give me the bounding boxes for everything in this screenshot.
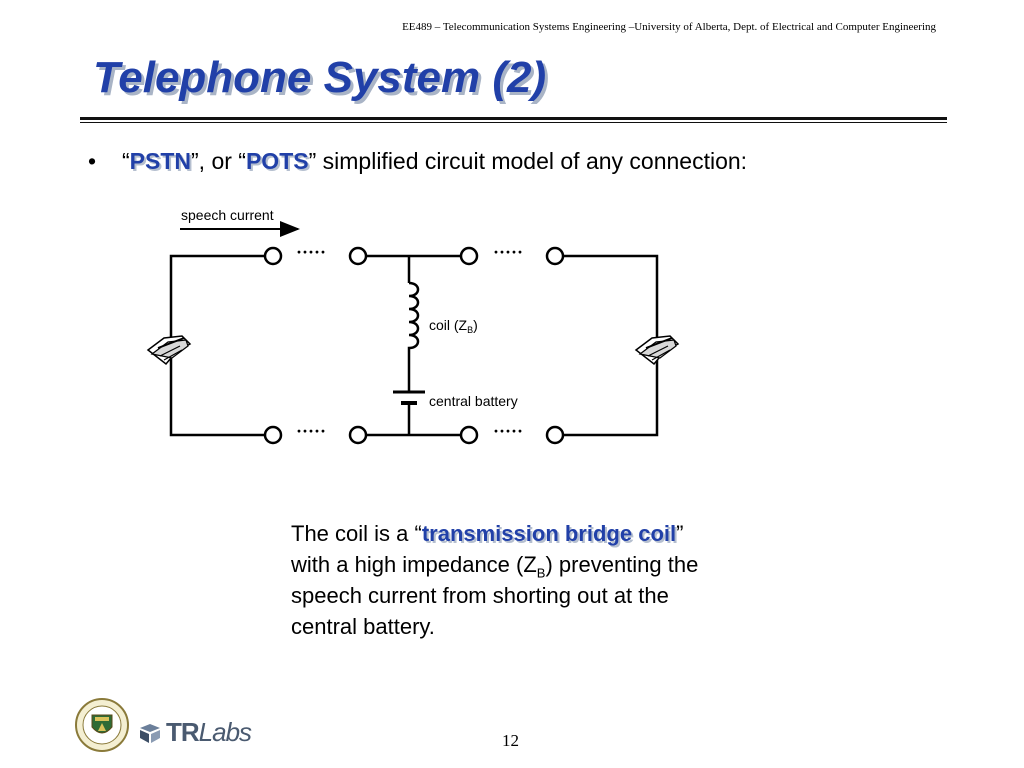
transmission-bridge-coil-term: transmission bridge coil — [421, 521, 677, 546]
terminal — [459, 425, 479, 445]
connection-ellipsis: ····· — [296, 421, 326, 441]
title-rule-thin — [80, 122, 947, 123]
explanation-note: The coil is a “transmission bridge coil”… — [291, 518, 791, 642]
connection-ellipsis: ····· — [493, 421, 523, 441]
trlabs-logo: TRLabs — [138, 717, 252, 748]
trlabs-wordmark: TRLabs — [166, 717, 252, 747]
bullet-mid-text: ”, or “ — [191, 148, 246, 174]
terminals — [263, 246, 565, 445]
note-line-4: central battery. — [291, 614, 435, 639]
telephone-icon — [634, 335, 680, 366]
bullet-tail-text: ” simplified circuit model of any connec… — [308, 148, 748, 174]
connection-ellipsis: ····· — [493, 242, 523, 262]
slide-title: Telephone System (2) — [93, 53, 547, 102]
terminal — [545, 246, 565, 266]
speech-current-label: speech current — [181, 207, 274, 223]
telephone-icon — [146, 335, 192, 366]
terminal — [263, 425, 283, 445]
note-line-3: speech current from shorting out at the — [291, 583, 669, 608]
title-rule-thick — [80, 117, 947, 120]
term-pstn: PSTN — [129, 148, 192, 174]
terminal — [545, 425, 565, 445]
university-seal-icon — [75, 698, 129, 752]
terminal — [348, 246, 368, 266]
connection-ellipsis: ····· — [296, 242, 326, 262]
terminal — [263, 246, 283, 266]
trlabs-logo-icon — [140, 723, 160, 743]
note-line-2: with a high impedance (ZB) preventing th… — [291, 552, 699, 581]
term-pots: POTS — [245, 148, 309, 174]
battery-label: central battery — [429, 393, 518, 409]
note-line-1: The coil is a “transmission bridge coil” — [291, 521, 684, 546]
course-header: EE489 – Telecommunication Systems Engine… — [402, 21, 936, 33]
coil-inductor — [407, 281, 420, 352]
quote-open: “ — [122, 148, 130, 174]
bullet-marker: • — [88, 148, 97, 174]
terminal — [348, 425, 368, 445]
terminal — [459, 246, 479, 266]
coil-label: coil (ZB) — [429, 317, 478, 335]
page-number: 12 — [502, 731, 519, 750]
bullet-item: • “PSTN”, or “POTS” simplified circuit mo… — [88, 144, 747, 178]
